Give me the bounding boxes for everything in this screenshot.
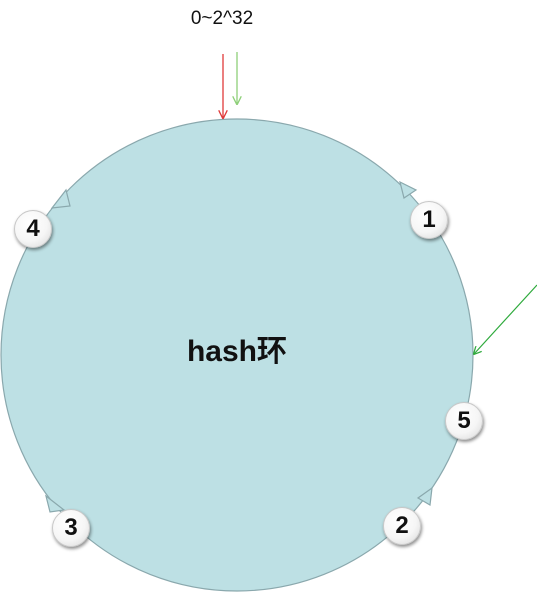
node-3: 3 <box>52 509 90 547</box>
green-arrow-right <box>474 284 537 354</box>
ring-direction-marker-4 <box>50 188 71 209</box>
ring-label: hash环 <box>186 335 288 368</box>
ring-direction-marker-2 <box>416 486 433 506</box>
node-4: 4 <box>14 210 52 248</box>
ring-direction-marker-1 <box>399 180 418 199</box>
ring-direction-marker-3 <box>44 494 66 513</box>
node-2: 2 <box>383 507 421 545</box>
node-1: 1 <box>410 201 448 239</box>
range-label: 0~2^32 <box>190 8 254 29</box>
node-5: 5 <box>445 402 483 440</box>
